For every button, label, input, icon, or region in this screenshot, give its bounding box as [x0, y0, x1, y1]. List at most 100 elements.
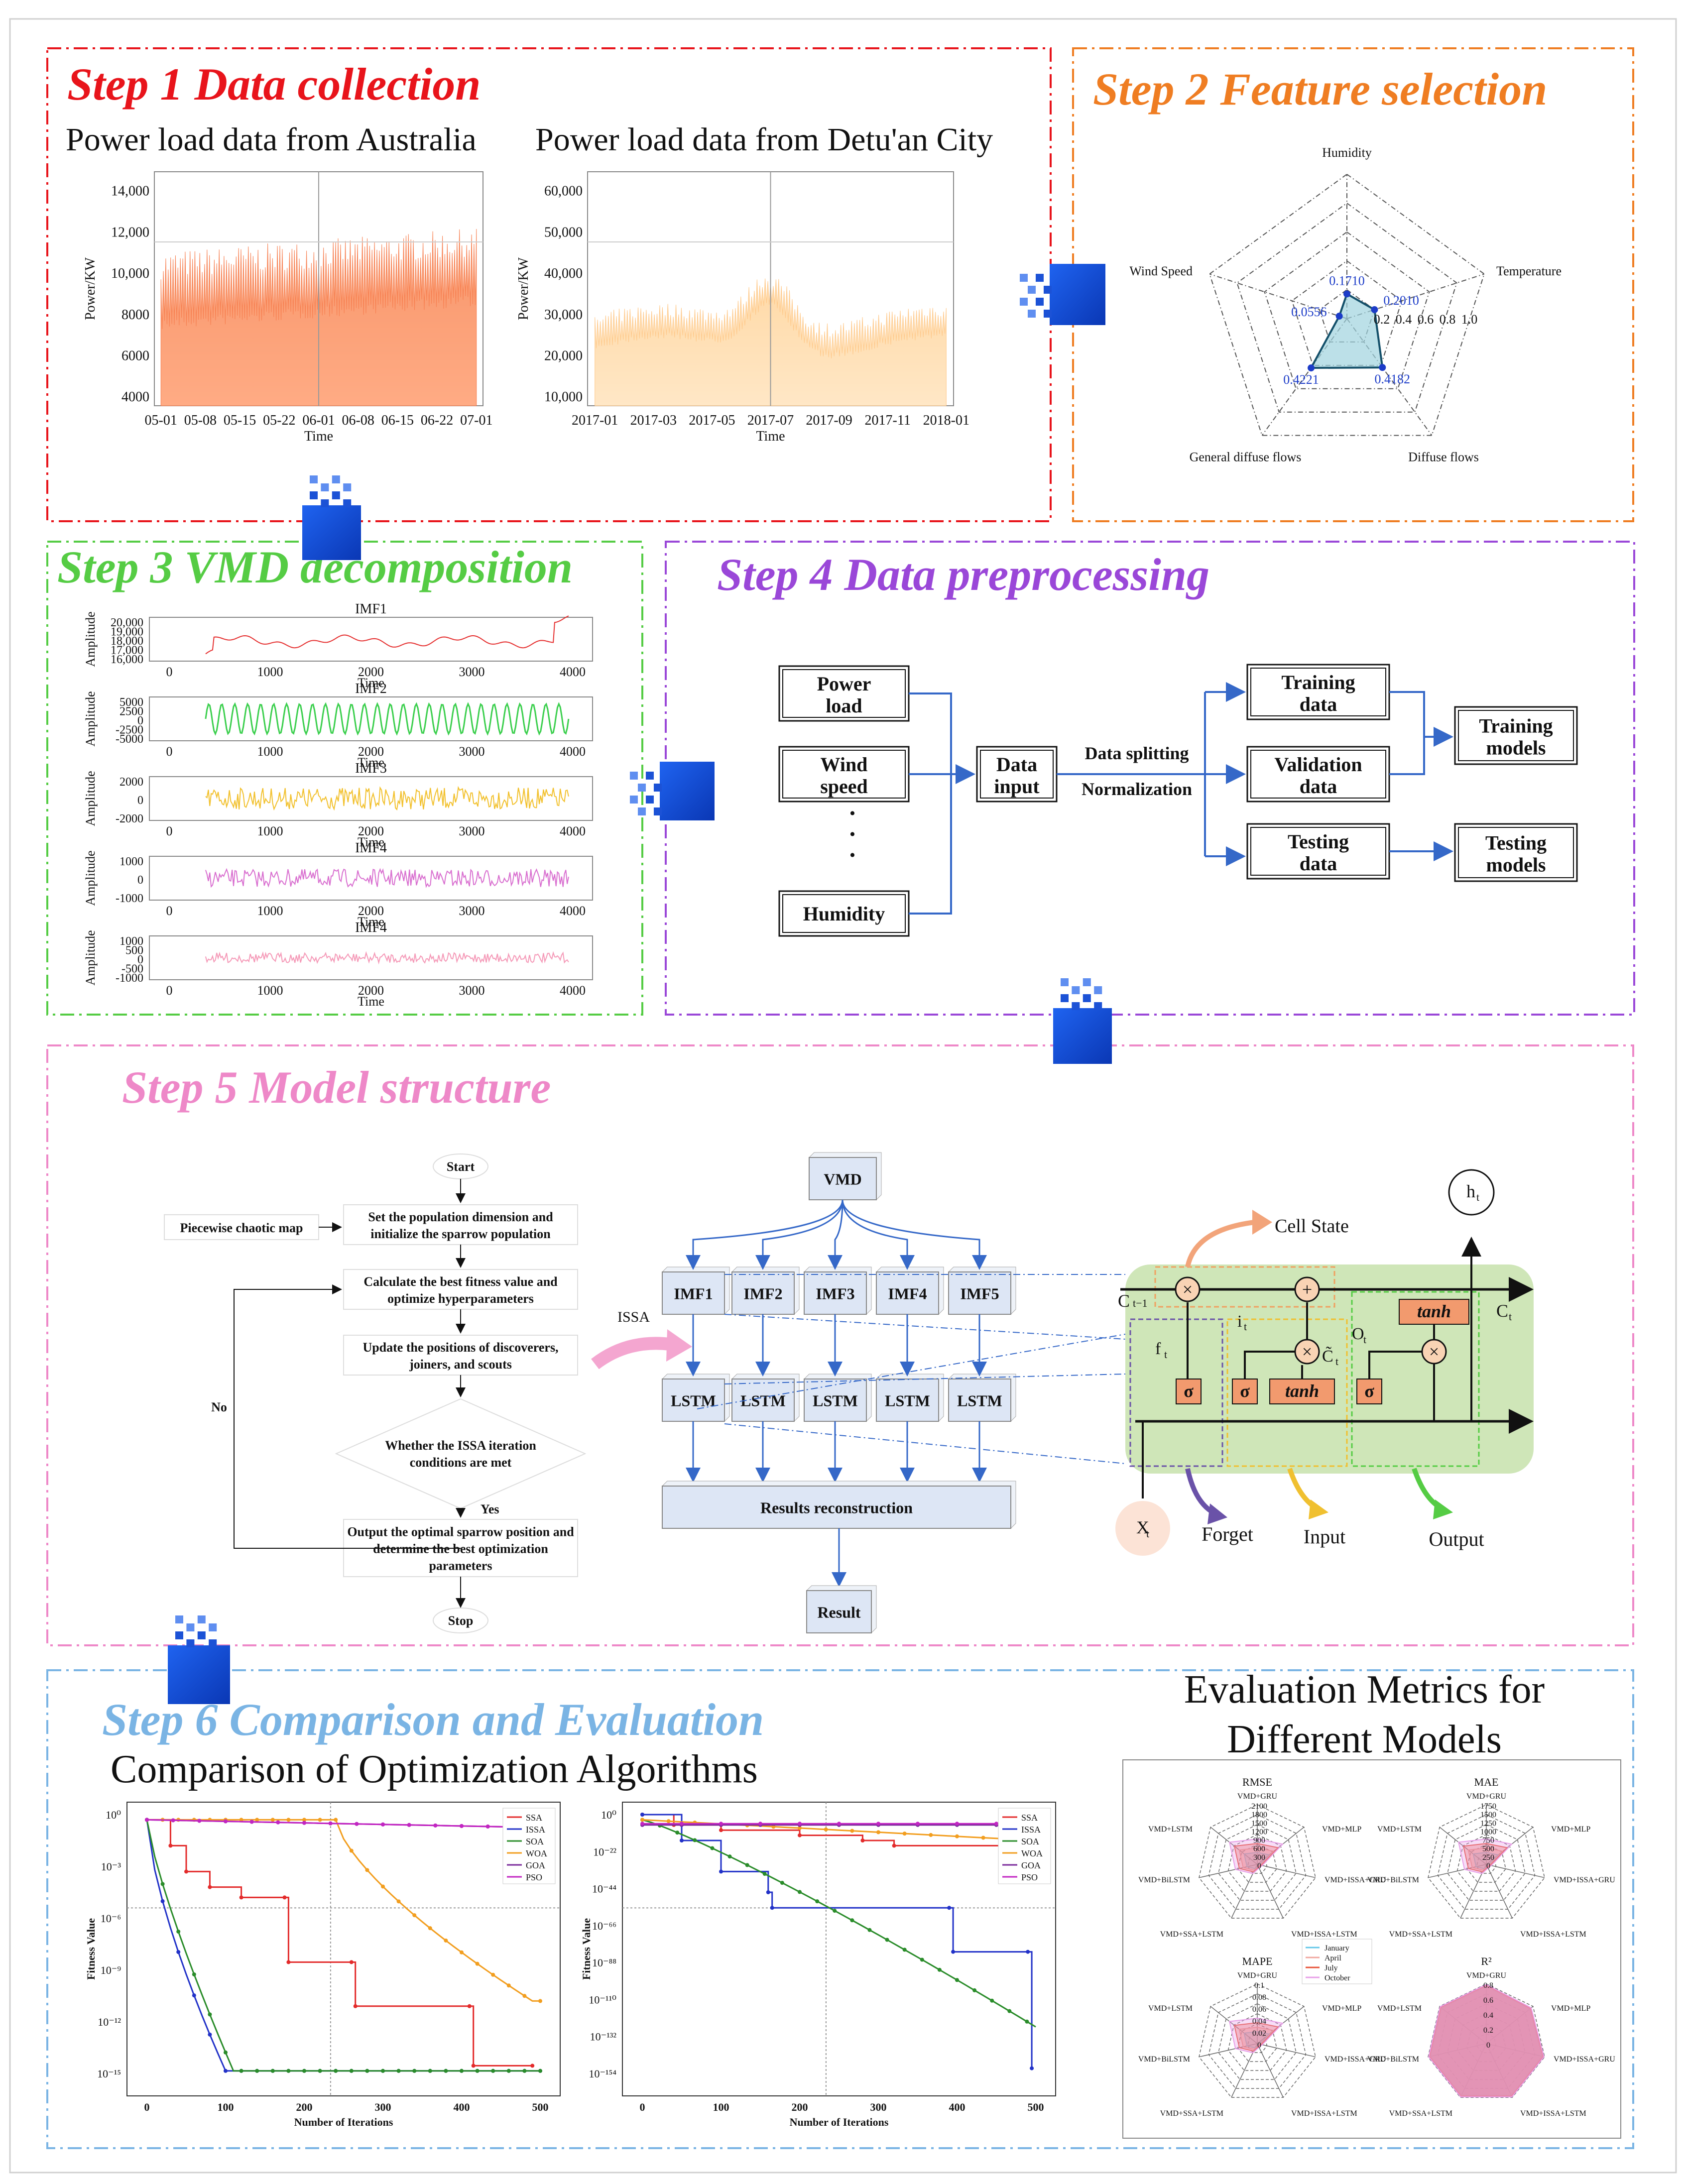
imf-y-tick: 0: [137, 874, 143, 887]
radar-scale-label: 0.6: [1418, 312, 1434, 327]
marker: [833, 1909, 837, 1913]
imf-x-tick: 0: [166, 983, 173, 998]
marker: [396, 2069, 401, 2073]
imf-x-tick: 2000: [358, 824, 384, 838]
marker: [815, 1899, 820, 1904]
output-label: Output: [1429, 1528, 1484, 1550]
y-tick-label: 14,000: [111, 184, 149, 199]
metric-axis-label: VMD+BiLSTM: [1367, 1876, 1419, 1884]
metric-ring: [1466, 1844, 1506, 1883]
power-load-box-inner: [782, 669, 906, 718]
x-tick-label: 2017-03: [630, 413, 677, 428]
metric-tick: 0.6: [1483, 1996, 1493, 2005]
legend-label: SSA: [526, 1813, 542, 1823]
imf-y-tick: -2000: [116, 812, 143, 825]
imf-x-tick: 1000: [257, 665, 283, 679]
evaluation-title-line1: Evaluation Metrics for: [1184, 1668, 1545, 1712]
connector-check: [175, 1631, 183, 1639]
radar-ring: [1209, 173, 1485, 436]
marker: [433, 1823, 438, 1828]
radar-area: [1309, 292, 1384, 369]
metric-title: R²: [1481, 1955, 1492, 1967]
marker: [192, 1972, 196, 1976]
imf-y-tick: 1000: [120, 855, 143, 868]
marker: [916, 1822, 920, 1826]
marker: [538, 1999, 542, 2003]
radar-ring: [1236, 202, 1457, 413]
data-splitting-label: Data splitting: [1084, 743, 1189, 763]
marker: [460, 2069, 464, 2073]
connector-check: [197, 1615, 206, 1623]
ctilde-sub: t: [1335, 1355, 1338, 1368]
power-load-box-label: Power: [817, 673, 871, 695]
metric-series-january: [1472, 1851, 1499, 1869]
cell-state-arrow: [1185, 1220, 1255, 1268]
metric-series-january: [1243, 2031, 1270, 2049]
imf-signal: [205, 702, 570, 736]
marker: [286, 1818, 291, 1822]
connector-check: [1028, 286, 1036, 294]
radar-point: [1343, 290, 1350, 298]
ot-sub: t: [1363, 1333, 1366, 1346]
x-tick-label: 300: [375, 2101, 391, 2113]
y-tick-label: 10⁻¹⁵⁴: [589, 2068, 616, 2080]
metric-axis-label: VMD+ISSA+GRU: [1325, 2055, 1386, 2064]
metric-tick: 0: [1257, 2041, 1261, 2050]
marker: [491, 1972, 495, 1977]
imf-signal: [205, 868, 569, 888]
metric-series-april: [1238, 1847, 1275, 1871]
legend-box: [502, 1808, 556, 1884]
metric-tick: 900: [1253, 1837, 1265, 1845]
marker: [675, 1831, 680, 1835]
legend-label: GOA: [1021, 1860, 1041, 1870]
connector-block: [168, 1645, 230, 1704]
metric-tick: 600: [1253, 1845, 1265, 1853]
comparison-title: Comparison of Optimization Algorithms: [111, 1747, 758, 1791]
power-load-box-frame: [778, 665, 910, 722]
chaotic-map-box-label: Piecewise chaotic map: [180, 1221, 303, 1235]
marker: [798, 1826, 802, 1831]
marker: [460, 1950, 464, 1954]
metric-axis-label: VMD+SSA+LSTM: [1389, 2109, 1452, 2118]
metric-series-april: [1238, 2026, 1275, 2050]
step5-border: [46, 1044, 1634, 1646]
testing-models-box-label: models: [1486, 854, 1546, 876]
ct-label: C: [1496, 1301, 1508, 1321]
metric-axis-label: VMD+LSTM: [1148, 1825, 1193, 1834]
connector-check: [1044, 310, 1052, 318]
results-reconstruction-box: [662, 1486, 1011, 1529]
marker: [885, 1938, 889, 1942]
marker: [850, 1918, 854, 1923]
marker: [522, 1994, 527, 1998]
vmd-to-imf-arrow: [686, 1199, 843, 1270]
imf-x-tick: 0: [166, 744, 173, 759]
imf-4-box: [876, 1271, 939, 1315]
training-data-box-label: Training: [1281, 671, 1355, 693]
connector-check: [1083, 978, 1091, 986]
imf-x-label: Time: [358, 915, 384, 929]
x-tick-label: 2017-09: [806, 413, 852, 428]
projection-line: [724, 1374, 1126, 1384]
metric-ring: [1428, 1983, 1545, 2098]
marker: [381, 1884, 385, 1889]
imf-signal: [205, 615, 569, 655]
marker: [353, 2004, 358, 2008]
metric-axis-label: VMD+GRU: [1466, 1971, 1507, 1980]
imf-4-label: IMF4: [888, 1285, 927, 1303]
cell-add: [1294, 1276, 1320, 1302]
marker: [302, 1821, 306, 1825]
connector-check: [1036, 274, 1044, 282]
y-tick-label: 10⁻¹¹⁰: [589, 1993, 616, 2006]
step3-panel: Step 3 VMD decomposition IMF120,00019,00…: [46, 541, 643, 1016]
marker: [972, 1988, 977, 1992]
marker: [160, 1882, 165, 1886]
init-box-label: initialize the sparrow population: [370, 1227, 551, 1241]
c-prev-label: C: [1118, 1291, 1130, 1311]
month-label: July: [1325, 1964, 1338, 1972]
imf-y-tick: 17,000: [111, 644, 143, 657]
output-tanh-label: tanh: [1417, 1301, 1451, 1321]
radar-value-label: 0.0556: [1291, 305, 1327, 319]
x-tick-label: 06-15: [381, 413, 414, 428]
metric-tick: 0.1: [1254, 1981, 1264, 1990]
ht-sub: t: [1476, 1191, 1479, 1203]
